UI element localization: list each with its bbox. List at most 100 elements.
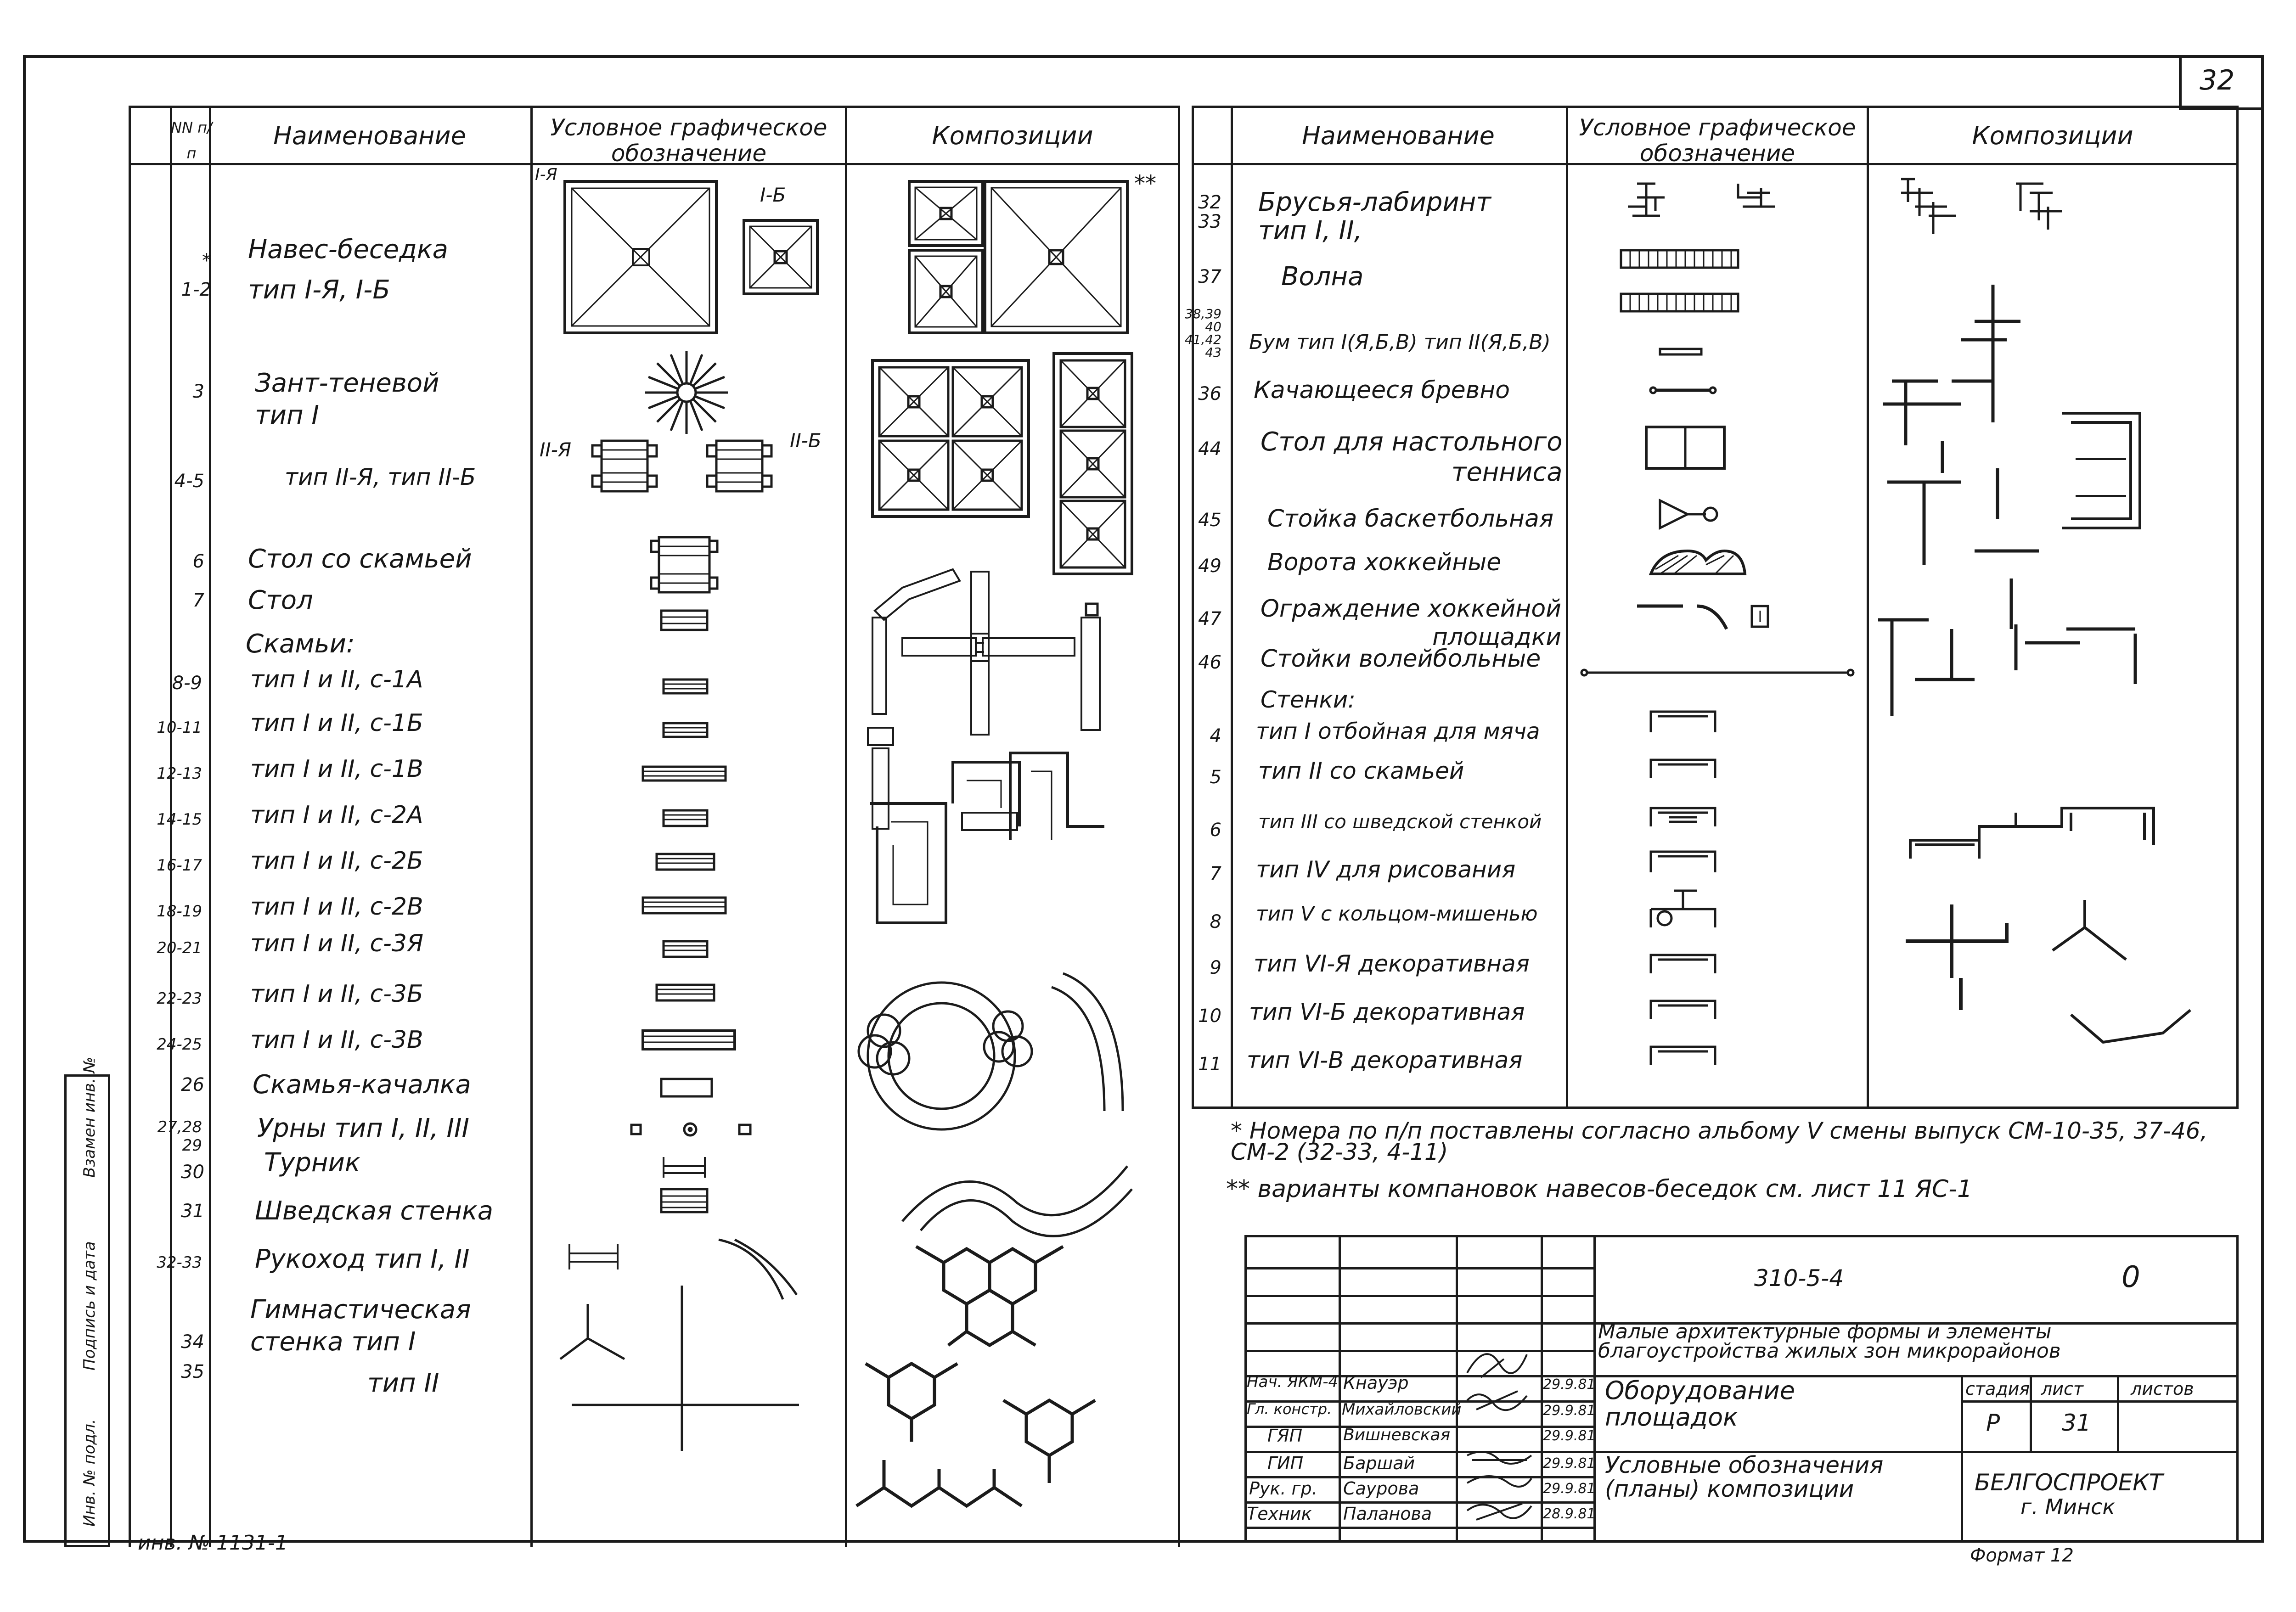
tb-sheet-hdr: лист (2041, 1379, 2084, 1399)
left-col-sep-2 (209, 106, 211, 1547)
row-name: тип I и II, с-1В (250, 755, 423, 783)
row-name: тип VI-Б декоративная (1249, 999, 1525, 1025)
left-col-sep-3 (530, 106, 533, 1547)
tb-doc-code-suffix: 0 (2122, 1260, 2140, 1294)
row-num: 8-9 (172, 673, 202, 694)
row-name: тип I и II, с-3Я (250, 930, 424, 957)
tb-h6 (1244, 1400, 1593, 1403)
row-num: 7 (1210, 863, 1221, 884)
tb-stage-v3 (2117, 1375, 2119, 1451)
tb-h9 (1244, 1476, 1593, 1478)
row-name: Скамьи: (246, 629, 355, 659)
tb-h11 (1244, 1527, 1593, 1529)
tb-v3 (1541, 1235, 1543, 1543)
symbol-label-i-b: I-Б (760, 184, 786, 206)
row-num: 6 (1210, 820, 1221, 841)
tb-stage: Р (1986, 1410, 2000, 1436)
right-hdr-name: Наименование (1302, 121, 1495, 150)
row-name: тип VI-Я декоративная (1254, 950, 1530, 977)
tb-org-v (1961, 1451, 1963, 1543)
row-name: тип I отбойная для мяча (1256, 719, 1540, 744)
right-col-sep-2 (1566, 106, 1568, 1109)
row-name: Урны тип I, II, III (257, 1113, 470, 1143)
staff-role: Нач. ЯКМ-4 (1247, 1373, 1339, 1391)
left-hdr-num: NN п/п (171, 119, 212, 162)
row-name: тип I и II, с-1Б (250, 709, 423, 737)
row-num: 36 (1198, 383, 1221, 404)
row-num: 6 (192, 551, 204, 572)
staff-name: Саурова (1343, 1478, 1419, 1499)
staff-role: Гл. констр. (1247, 1400, 1332, 1418)
row-num: 1-2 (181, 279, 211, 300)
left-header-line (129, 163, 1180, 165)
note-1: * Номера по п/п поставлены согласно альб… (1231, 1118, 2208, 1165)
staff-role: ГИП (1267, 1453, 1304, 1473)
row-num: 30 (181, 1162, 204, 1183)
tb-h10 (1244, 1501, 1593, 1504)
row-num: 32 33 (1198, 192, 1221, 232)
row-num: 31 (181, 1201, 204, 1222)
staff-role: ГЯП (1267, 1426, 1303, 1446)
row-num: 3 (192, 381, 204, 402)
staff-role: Рук. гр. (1249, 1478, 1317, 1499)
row-name: Турник (264, 1148, 360, 1178)
tb-h7 (1244, 1426, 1593, 1428)
row-num: 14-15 (157, 810, 202, 829)
title-block (1244, 1235, 2239, 1543)
row-num: 32-33 (157, 1253, 202, 1272)
tb-h2 (1244, 1295, 1593, 1297)
row-name: Стол со скамьей (248, 544, 472, 574)
symbol-label-i-ya: I-Я (535, 165, 557, 184)
tb-org: БЕЛГОСПРОЕКТ (1975, 1469, 2163, 1496)
staff-date: 29.9.81 (1543, 1428, 1596, 1444)
composition-mark: ** (1134, 171, 1156, 197)
row-name: тип I и II, с-3В (250, 1026, 423, 1054)
staff-name: Михайловский (1342, 1400, 1462, 1419)
tb-stage-hdr: стадия (1965, 1379, 2030, 1399)
row-num: 27,28 29 (157, 1118, 202, 1155)
tb-v2 (1456, 1235, 1458, 1543)
tb-doc-code: 310-5-4 (1754, 1265, 1844, 1292)
staff-date: 28.9.81 (1543, 1506, 1596, 1522)
left-hdr-symbol: Условное графическое обозначение (550, 114, 827, 167)
left-col-sep-4 (845, 106, 847, 1547)
staff-name: Баршай (1343, 1453, 1415, 1473)
staff-name: Паланова (1343, 1504, 1432, 1524)
staff-date: 29.9.81 (1543, 1455, 1596, 1472)
side-stamp-sign: Подпись и дата (80, 1241, 99, 1370)
staff-date: 29.9.81 (1543, 1376, 1596, 1393)
row-name: Стойки волейбольные (1261, 645, 1541, 673)
row-num: 49 (1198, 556, 1221, 577)
row-name: Ограждение хоккейной площадки (1261, 595, 1562, 651)
staff-role: Техник (1247, 1504, 1312, 1524)
right-col-sep-1 (1231, 106, 1233, 1109)
row-num: 24-25 (157, 1035, 202, 1054)
row-num: 8 (1210, 911, 1221, 932)
row-num: 10-11 (157, 719, 202, 737)
row-num: 37 (1198, 266, 1221, 287)
tb-city: г. Минск (2020, 1494, 2116, 1519)
inv-number: инв. № 1131-1 (138, 1531, 288, 1555)
note-2: ** варианты компановок навесов-беседок с… (1226, 1175, 1973, 1203)
row-name: Гимнастическая (250, 1295, 471, 1325)
side-stamp: Взамен инв. № Подпись и дата Инв. № подл… (64, 1057, 110, 1547)
row-num: 11 (1198, 1054, 1221, 1075)
row-name: Зант-теневой тип I (255, 368, 439, 430)
row-num: 34 (181, 1331, 204, 1353)
tb-v1 (1339, 1235, 1341, 1543)
symbol-label-ii-b: II-Б (790, 429, 822, 452)
row-num: 10 (1198, 1005, 1221, 1027)
staff-name: Вишневская (1343, 1426, 1451, 1444)
row-num: 18-19 (157, 902, 202, 921)
tb-h3 (1244, 1322, 2239, 1325)
row-num: 7 (192, 590, 204, 611)
row-num: 12-13 (157, 764, 202, 783)
symbol-label-ii-ya: II-Я (540, 438, 572, 461)
right-compositions-graphics (1878, 178, 2191, 1044)
staff-date: 29.9.81 (1543, 1403, 1596, 1419)
row-num: 4 (1210, 725, 1221, 747)
signatures (1466, 1353, 1532, 1521)
row-name: Стенки: (1261, 686, 1356, 713)
row-name: тип IV для рисования (1256, 856, 1516, 883)
tb-v4 (1593, 1235, 1596, 1543)
